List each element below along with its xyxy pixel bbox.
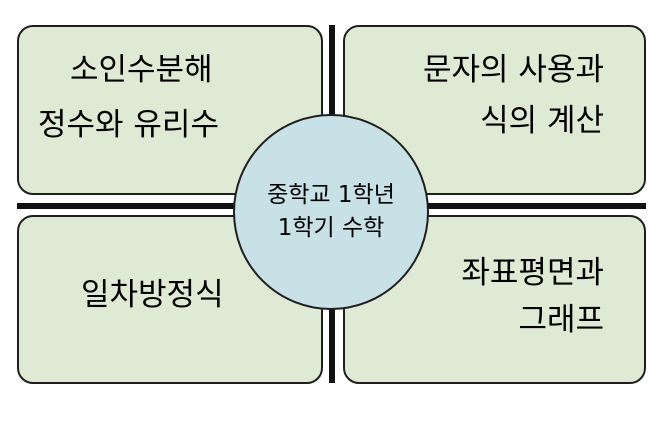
center-circle: 중학교 1학년 1학기 수학 (233, 114, 429, 310)
top-left-label-1: 소인수분해 (70, 52, 213, 88)
center-label-2: 1학기 수학 (277, 215, 385, 241)
top-left-label-2: 정수와 유리수 (38, 107, 219, 143)
bottom-right-label-1: 좌표평면과 (461, 255, 604, 291)
top-right-label-2: 식의 계산 (480, 103, 604, 139)
bottom-right-label-2: 그래프 (518, 302, 604, 338)
top-right-label-1: 문자의 사용과 (423, 52, 604, 88)
center-label-1: 중학교 1학년 (267, 181, 395, 208)
bottom-left-label-1: 일차방정식 (81, 277, 224, 313)
